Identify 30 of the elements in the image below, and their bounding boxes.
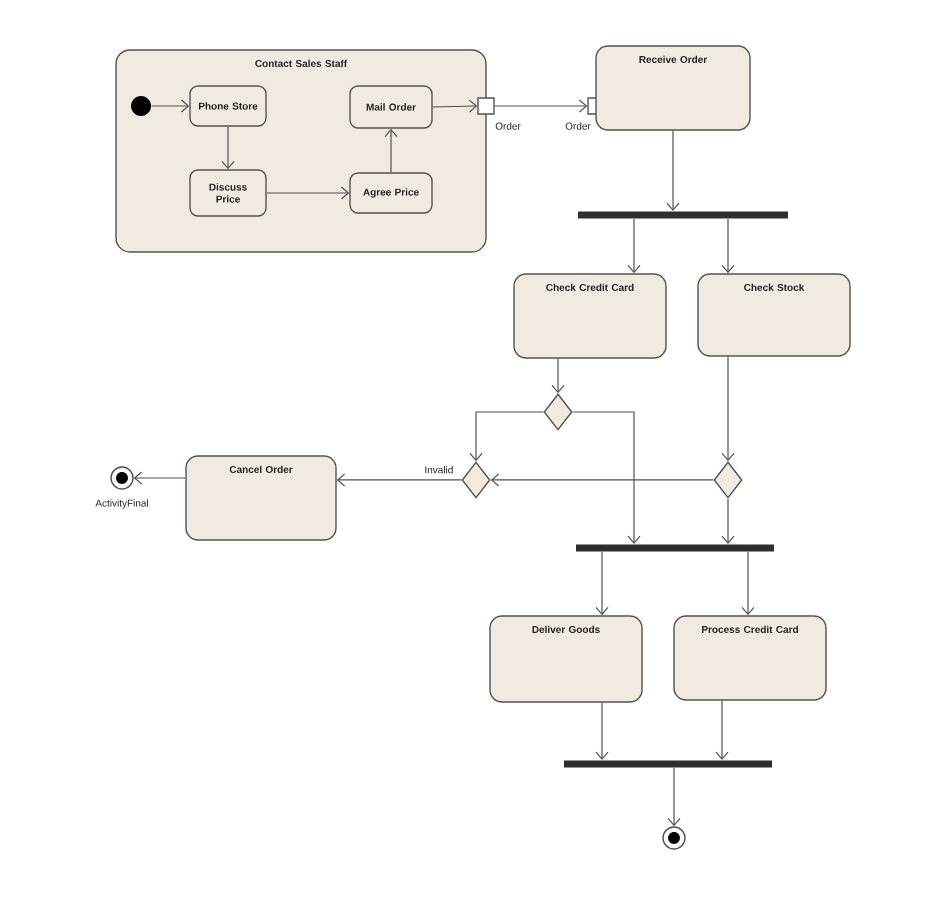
arrow	[551, 358, 565, 394]
arrow	[384, 128, 398, 173]
decision-diamond	[713, 461, 743, 499]
final-node	[662, 826, 686, 850]
arrow	[150, 99, 190, 113]
arrow	[494, 99, 588, 113]
arrow	[721, 218, 735, 274]
arrow	[266, 186, 350, 200]
arrow	[721, 498, 735, 545]
arrow	[627, 218, 641, 274]
sync-bar	[576, 544, 774, 552]
sync-bar	[578, 211, 788, 219]
arrow	[721, 356, 735, 462]
arrow	[666, 130, 680, 212]
arrow	[133, 471, 186, 485]
arrow	[221, 126, 235, 170]
arrow	[667, 767, 681, 827]
decision-diamond	[543, 393, 573, 431]
initial-node	[131, 96, 151, 116]
arrow	[572, 411, 641, 545]
arrow	[715, 700, 729, 761]
arrow	[469, 411, 544, 462]
arrow	[490, 473, 714, 487]
decision-diamond	[461, 461, 491, 499]
arrow	[336, 473, 462, 487]
arrow	[432, 99, 478, 113]
arrow	[595, 702, 609, 761]
arrow	[741, 551, 755, 616]
sync-bar	[564, 760, 772, 768]
arrow	[595, 551, 609, 616]
